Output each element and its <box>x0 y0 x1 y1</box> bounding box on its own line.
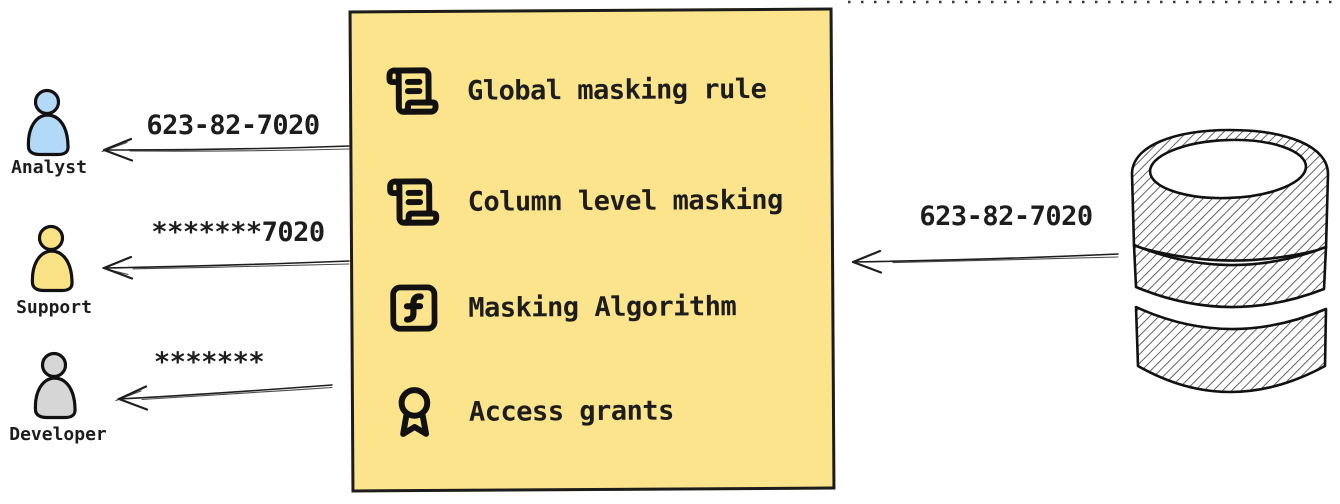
analyst-body <box>26 113 70 157</box>
database-icon <box>1130 128 1330 394</box>
feature-label: Global masking rule <box>466 73 767 107</box>
developer-head <box>40 351 68 379</box>
feature-label: Masking Algorithm <box>468 290 737 324</box>
analyst-head <box>33 88 61 116</box>
arrow-to-support <box>102 255 350 280</box>
masking-box: Global masking rule Column level masking… <box>348 7 836 493</box>
feature-row-masking-algorithm: Masking Algorithm <box>386 278 736 336</box>
analyst-label: Analyst <box>11 157 87 178</box>
award-icon <box>398 387 431 437</box>
analyst-icon <box>26 88 70 157</box>
feature-label: Column level masking <box>467 184 783 218</box>
developer-received-value: ******* <box>153 347 265 378</box>
developer-icon <box>33 351 77 420</box>
arrow-to-analyst <box>101 137 350 162</box>
function-square-icon <box>390 284 438 332</box>
feature-row-global-masking-rule: Global masking rule <box>385 61 767 119</box>
database-sent-value: 623-82-7020 <box>919 201 1093 232</box>
developer-label: Developer <box>9 424 107 445</box>
support-icon <box>30 224 74 293</box>
support-label: Support <box>16 297 92 318</box>
feature-row-access-grants: Access grants <box>387 383 674 441</box>
analyst-received-value: 623-82-7020 <box>146 110 320 141</box>
arrow-to-developer <box>115 384 333 411</box>
arrow-db-to-box <box>851 249 1119 274</box>
support-received-value: *******7020 <box>151 217 325 248</box>
support-body <box>30 249 74 293</box>
support-head <box>37 224 65 252</box>
scroll-text-icon <box>387 178 440 226</box>
developer-body <box>33 376 77 420</box>
scroll-text-icon <box>386 67 439 115</box>
feature-row-column-level-masking: Column level masking <box>386 172 783 230</box>
feature-label: Access grants <box>468 395 674 428</box>
